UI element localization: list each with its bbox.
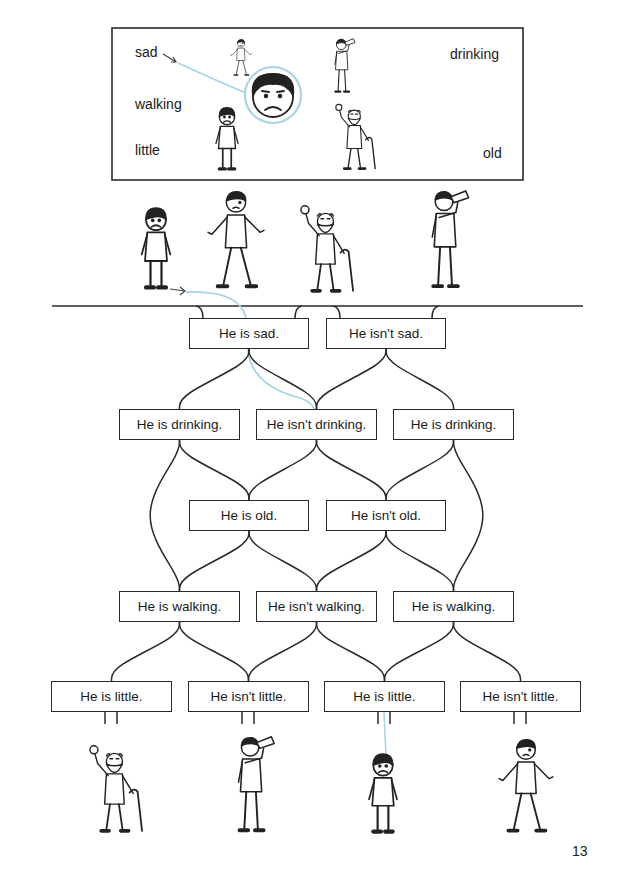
maze-path xyxy=(180,349,250,409)
drinking-man-figure xyxy=(432,191,468,286)
maze-path xyxy=(180,531,250,591)
statement-box: He isn't old. xyxy=(326,500,446,531)
maze-path xyxy=(317,531,387,591)
maze-path xyxy=(454,440,483,591)
trace-line xyxy=(186,292,314,409)
sad-boy-figure xyxy=(369,754,397,831)
pointer-arrow xyxy=(163,54,176,62)
page-number: 13 xyxy=(572,843,588,859)
statement-text: He is little. xyxy=(80,689,142,704)
divider-line xyxy=(52,305,583,307)
statement-text: He is little. xyxy=(353,689,415,704)
picture-word: sad xyxy=(135,44,158,60)
maze-path xyxy=(317,440,387,500)
trace-line xyxy=(384,712,386,756)
statement-text: He is drinking. xyxy=(137,417,223,432)
statement-text: He isn't sad. xyxy=(349,326,423,341)
maze-path xyxy=(150,440,179,591)
drinking-man-figure xyxy=(335,39,355,92)
maze-path xyxy=(317,622,385,681)
picture-word: drinking xyxy=(450,46,499,62)
maze-path xyxy=(112,622,180,681)
statement-box: He isn't little. xyxy=(460,681,581,712)
maze-path xyxy=(249,622,317,681)
maze-path xyxy=(386,349,454,409)
picture-word: walking xyxy=(135,96,182,112)
drinking-man-figure xyxy=(239,737,275,830)
maze-path xyxy=(249,440,317,500)
exit-leg xyxy=(105,712,526,724)
statement-box: He isn't sad. xyxy=(326,318,446,349)
maze-path xyxy=(454,622,521,681)
maze-path xyxy=(386,440,454,500)
statement-box: He isn't walking. xyxy=(256,591,377,622)
old-man-figure xyxy=(301,206,353,291)
statement-text: He isn't old. xyxy=(351,508,421,523)
statement-text: He is old. xyxy=(221,508,277,523)
statement-text: He is drinking. xyxy=(411,417,497,432)
statement-text: He isn't little. xyxy=(210,689,286,704)
maze-path xyxy=(249,531,317,591)
highlight-circle xyxy=(245,67,301,123)
small-man-figure xyxy=(230,39,251,75)
statement-text: He is walking. xyxy=(138,599,221,614)
statement-box: He is drinking. xyxy=(393,409,514,440)
statement-text: He isn't walking. xyxy=(268,599,365,614)
statement-box: He isn't drinking. xyxy=(256,409,377,440)
statement-box: He is walking. xyxy=(393,591,514,622)
walking-boy-figure xyxy=(216,108,238,169)
old-man-figure xyxy=(90,746,142,831)
pointer-arrow xyxy=(170,287,185,295)
maze-path xyxy=(180,440,250,500)
statement-text: He isn't drinking. xyxy=(267,417,366,432)
statement-text: He is walking. xyxy=(412,599,495,614)
maze-path xyxy=(180,622,249,681)
walking-man-figure xyxy=(208,192,264,287)
statement-box: He is drinking. xyxy=(119,409,240,440)
walking-man-figure xyxy=(499,740,553,831)
sad-face xyxy=(253,74,294,117)
statement-box: He is little. xyxy=(51,681,172,712)
statement-text: He is sad. xyxy=(219,326,279,341)
statement-box: He is little. xyxy=(324,681,445,712)
picture-word: old xyxy=(483,145,502,161)
statement-box: He isn't little. xyxy=(188,681,309,712)
statement-box: He is walking. xyxy=(119,591,240,622)
maze-path xyxy=(385,622,454,681)
maze-path xyxy=(317,349,387,409)
old-man-figure xyxy=(336,104,375,168)
sad-boy-figure xyxy=(142,208,171,287)
entry-bracket xyxy=(196,306,439,318)
statement-box: He is sad. xyxy=(189,318,309,349)
picture-word: little xyxy=(135,142,160,158)
picture-box xyxy=(112,28,523,180)
maze-path xyxy=(386,531,454,591)
trace-line xyxy=(178,63,246,93)
statement-box: He is old. xyxy=(189,500,309,531)
maze-path xyxy=(249,349,317,409)
statement-text: He isn't little. xyxy=(482,689,558,704)
